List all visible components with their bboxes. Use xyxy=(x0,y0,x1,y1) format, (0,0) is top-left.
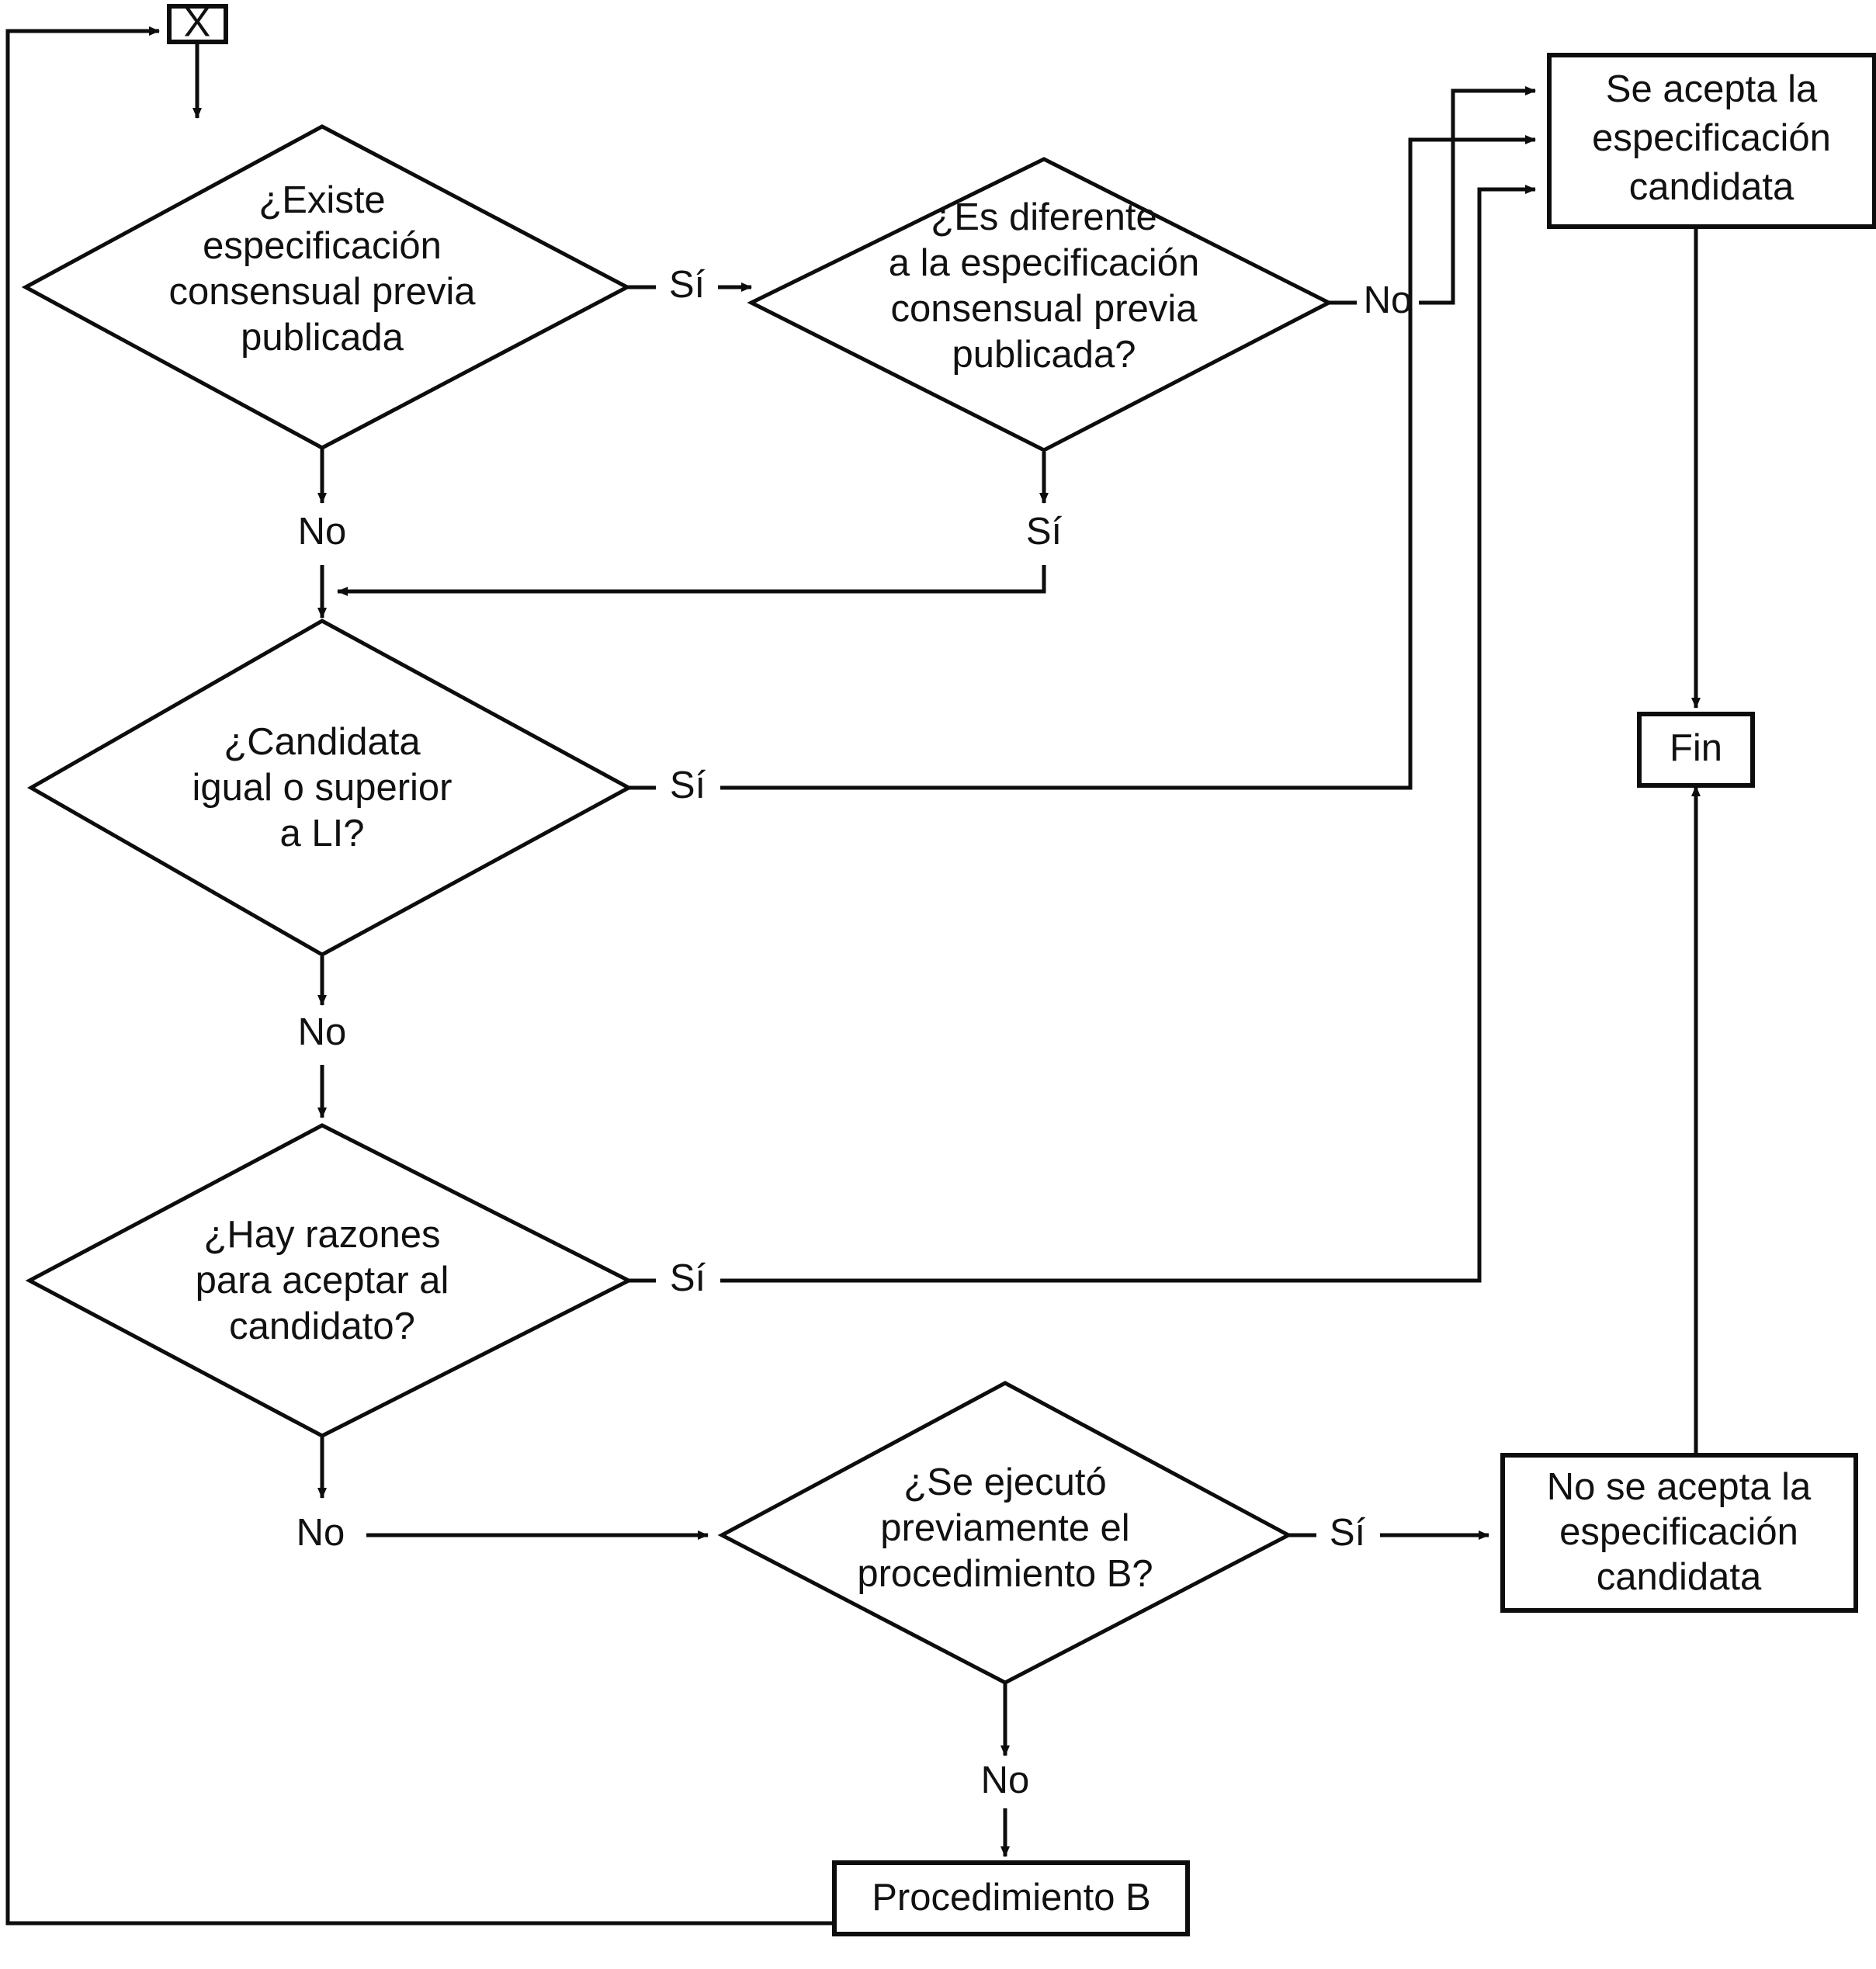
node-start-connector-label: X xyxy=(184,1,211,46)
node-reject-line3: candidata xyxy=(1597,1556,1762,1598)
edge-label-d2-no: No xyxy=(1364,279,1413,321)
node-d3-line3: a LI? xyxy=(280,813,365,855)
edge-label-d3-no: No xyxy=(298,1011,347,1053)
edge-label-d5-no: No xyxy=(981,1759,1030,1801)
node-d2-line4: publicada? xyxy=(952,334,1136,376)
node-d2-line3: consensual previa xyxy=(891,288,1198,330)
edge-d4-yes-to-accept xyxy=(720,185,1536,1283)
edge-label-d1-yes: Sí xyxy=(669,264,706,306)
edge-d3-yes-to-accept xyxy=(720,135,1536,790)
node-d3-line2: igual o superior xyxy=(192,767,452,809)
node-d1-line1: ¿Existe xyxy=(258,179,385,221)
node-d1-line2: especificación xyxy=(203,225,442,267)
node-d5-line3: procedimiento B? xyxy=(857,1553,1153,1595)
node-d1-existe-especificacion[interactable] xyxy=(21,124,632,450)
node-d4-line2: para aceptar al xyxy=(196,1260,449,1302)
node-d4-hay-razones[interactable] xyxy=(25,1123,633,1438)
node-d5-line2: previamente el xyxy=(880,1507,1129,1549)
node-accept-line1: Se acepta la xyxy=(1606,68,1818,110)
edge-label-d5-yes: Sí xyxy=(1330,1512,1366,1554)
node-accept-specification[interactable] xyxy=(1547,53,1876,229)
node-fin[interactable] xyxy=(1637,712,1755,788)
edge-label-d3-yes: Sí xyxy=(670,764,706,806)
edge-d2-yes-to-d3-rail xyxy=(337,565,1046,596)
node-d4-line3: candidato? xyxy=(229,1305,415,1347)
node-fin-label: Fin xyxy=(1670,727,1722,769)
node-d3-line1: ¿Candidata xyxy=(224,721,421,763)
node-accept-line2: especificación xyxy=(1592,117,1831,159)
node-d1-line3: consensual previa xyxy=(169,271,477,313)
edge-label-d4-yes: Sí xyxy=(670,1257,706,1299)
node-d5-line1: ¿Se ejecutó xyxy=(903,1461,1107,1503)
node-d2-line2: a la especificación xyxy=(889,242,1199,284)
node-d1-line4: publicada xyxy=(241,317,404,359)
edge-d2-no-to-accept xyxy=(1419,86,1536,305)
node-procedure-b[interactable] xyxy=(832,1860,1190,1936)
edge-label-d4-no: No xyxy=(296,1512,345,1554)
node-procedure-b-label: Procedimiento B xyxy=(872,1877,1151,1919)
node-start-connector[interactable] xyxy=(167,4,228,44)
node-reject-line2: especificación xyxy=(1559,1511,1798,1553)
edge-procedureb-to-x xyxy=(5,26,834,1926)
node-d3-candidata-li[interactable] xyxy=(26,619,633,957)
node-accept-line3: candidata xyxy=(1629,166,1795,208)
node-d5-se-ejecuto-procedimiento-b[interactable] xyxy=(717,1381,1293,1685)
node-d2-es-diferente[interactable] xyxy=(747,157,1333,452)
node-reject-specification[interactable] xyxy=(1500,1453,1858,1613)
node-reject-line1: No se acepta la xyxy=(1547,1466,1812,1508)
node-d4-line1: ¿Hay razones xyxy=(203,1214,440,1256)
edge-label-d1-no: No xyxy=(298,511,347,553)
node-d2-line1: ¿Es diferente xyxy=(931,196,1156,238)
edge-label-d2-yes: Sí xyxy=(1026,511,1063,553)
